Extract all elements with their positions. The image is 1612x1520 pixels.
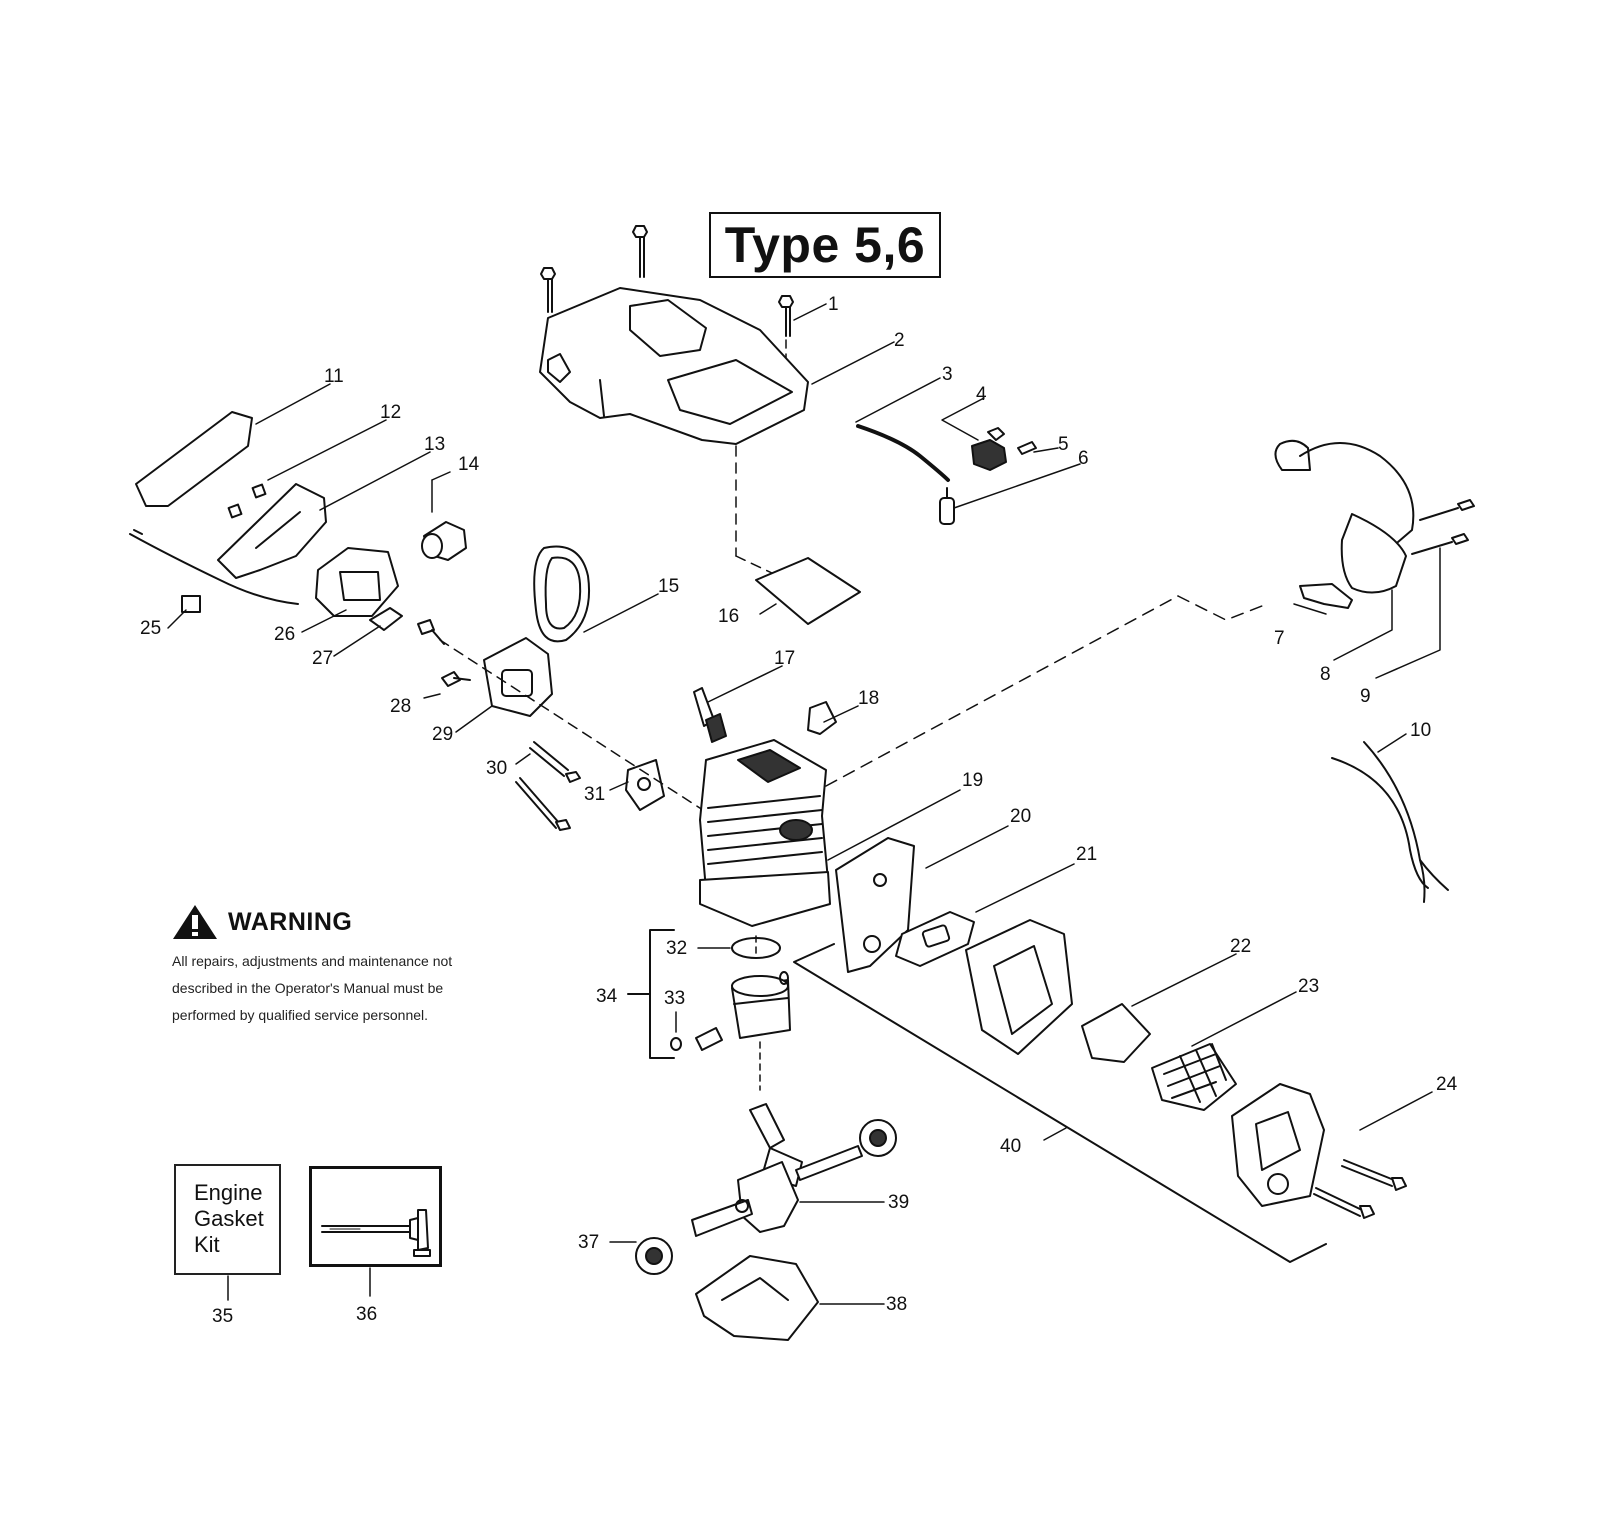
callout-35: 35 bbox=[212, 1306, 233, 1327]
callout-numbers: 1 2 3 4 5 6 7 8 9 10 11 12 13 14 15 16 1… bbox=[140, 294, 1458, 1327]
part-19-cylinder bbox=[699, 595, 1263, 927]
warning-line-2: described in the Operator's Manual must … bbox=[172, 980, 444, 996]
callout-14: 14 bbox=[458, 454, 480, 475]
part-12-13-filter bbox=[217, 483, 327, 579]
type-title: Type 5,6 bbox=[724, 217, 926, 273]
part-16-decal bbox=[755, 557, 861, 625]
part-37-38-bearings-case bbox=[635, 1119, 897, 1341]
type-title-box: Type 5,6 bbox=[709, 212, 941, 278]
callout-29: 29 bbox=[432, 724, 453, 745]
part-14-intake bbox=[421, 521, 467, 561]
part-22-23-muffler bbox=[965, 919, 1237, 1111]
warning-line-1: All repairs, adjustments and maintenance… bbox=[172, 953, 453, 969]
callout-24: 24 bbox=[1436, 1074, 1458, 1095]
warning-notice: WARNING All repairs, adjustments and mai… bbox=[172, 904, 502, 1029]
callout-37: 37 bbox=[578, 1232, 599, 1253]
part-6-filter bbox=[939, 487, 955, 525]
warning-heading: WARNING bbox=[228, 907, 353, 936]
callout-9: 9 bbox=[1360, 686, 1371, 707]
callout-27: 27 bbox=[312, 648, 333, 669]
part-1-screws bbox=[540, 225, 794, 379]
callout-28: 28 bbox=[390, 696, 411, 717]
part-3-hose bbox=[856, 424, 950, 482]
part-28-31-manifold bbox=[417, 619, 707, 831]
part-15-ring bbox=[533, 545, 590, 643]
engine-gasket-kit-box: Engine Gasket Kit bbox=[174, 1164, 281, 1275]
callout-19: 19 bbox=[962, 770, 983, 791]
callout-13: 13 bbox=[424, 434, 445, 455]
part-2-top-cover bbox=[539, 287, 809, 575]
tool-box-36 bbox=[309, 1166, 442, 1267]
part-25-grommet bbox=[181, 595, 201, 613]
callout-7: 7 bbox=[1274, 628, 1285, 649]
callout-10: 10 bbox=[1410, 720, 1431, 741]
warning-line-3: performed by qualified service personnel… bbox=[172, 1007, 429, 1023]
callout-12: 12 bbox=[380, 402, 401, 423]
warning-triangle-icon bbox=[173, 905, 217, 939]
callout-3: 3 bbox=[942, 364, 953, 385]
callout-17: 17 bbox=[774, 648, 795, 669]
part-39-crankshaft bbox=[691, 1103, 863, 1237]
part-4-component bbox=[971, 427, 1007, 471]
callout-33: 33 bbox=[664, 988, 685, 1009]
part-40-muffler-assembly-line bbox=[793, 943, 1327, 1263]
callout-1: 1 bbox=[828, 294, 839, 315]
part-32-33-piston bbox=[670, 935, 791, 1091]
part-36-tool-drawing bbox=[321, 1209, 431, 1257]
callout-39: 39 bbox=[888, 1192, 909, 1213]
callout-18: 18 bbox=[858, 688, 879, 709]
part-10-wires bbox=[1331, 741, 1449, 903]
callout-5: 5 bbox=[1058, 434, 1069, 455]
part-20-21-muffler-parts bbox=[835, 837, 975, 973]
callout-20: 20 bbox=[1010, 806, 1031, 827]
callout-25: 25 bbox=[140, 618, 161, 639]
callout-11: 11 bbox=[324, 366, 344, 387]
callout-40: 40 bbox=[1000, 1136, 1021, 1157]
callout-8: 8 bbox=[1320, 664, 1331, 685]
callout-15: 15 bbox=[658, 576, 679, 597]
kit-line-1: Engine bbox=[194, 1180, 263, 1205]
kit-line-2: Gasket bbox=[194, 1206, 264, 1231]
callout-4: 4 bbox=[976, 384, 987, 405]
callout-32: 32 bbox=[666, 938, 687, 959]
leader-lines bbox=[167, 303, 1441, 1305]
part-11-cover bbox=[135, 411, 253, 507]
part-17-18-spark-plug bbox=[693, 687, 837, 743]
kit-line-3: Kit bbox=[194, 1232, 220, 1257]
callout-34: 34 bbox=[596, 986, 618, 1007]
part-34-bracket bbox=[627, 929, 675, 1059]
warning-heading-row: WARNING bbox=[172, 904, 502, 940]
callout-36: 36 bbox=[356, 1304, 377, 1325]
part-5-screw bbox=[1017, 441, 1037, 455]
part-24-muffler-cover bbox=[1231, 1083, 1407, 1219]
callout-22: 22 bbox=[1230, 936, 1251, 957]
callout-26: 26 bbox=[274, 624, 295, 645]
callout-38: 38 bbox=[886, 1294, 907, 1315]
callout-21: 21 bbox=[1076, 844, 1097, 865]
callout-16: 16 bbox=[718, 606, 739, 627]
callout-23: 23 bbox=[1298, 976, 1319, 997]
callout-6: 6 bbox=[1078, 448, 1089, 469]
callout-2: 2 bbox=[894, 330, 905, 351]
callout-31: 31 bbox=[584, 784, 605, 805]
part-7-8-9-ignition bbox=[1274, 439, 1475, 609]
callout-30: 30 bbox=[486, 758, 507, 779]
part-26-carburetor bbox=[129, 529, 399, 617]
